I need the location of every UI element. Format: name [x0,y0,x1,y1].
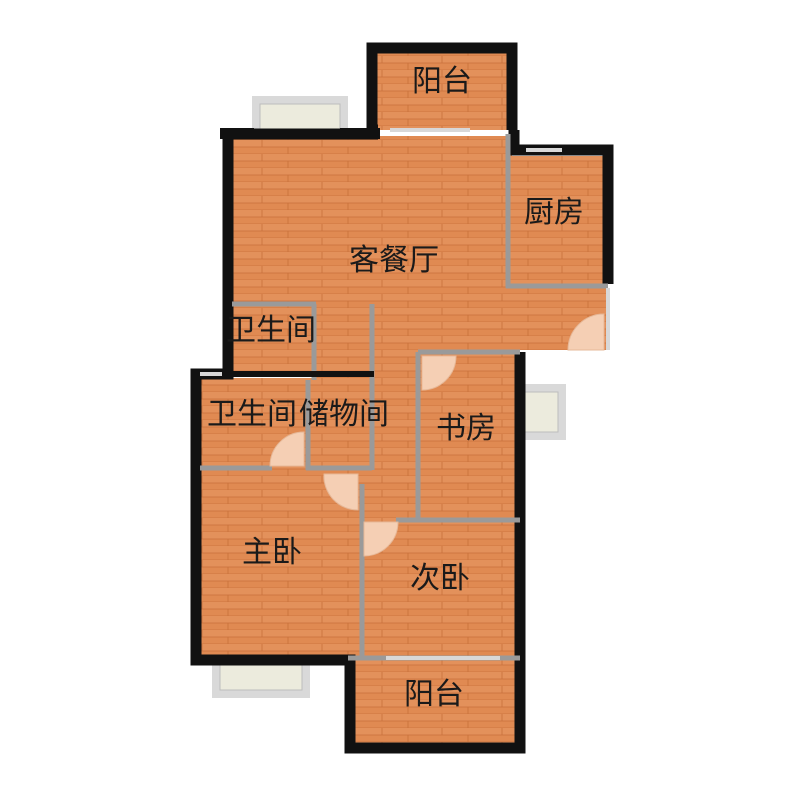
room-label-bathroom-lower: 卫生间 [207,397,297,432]
floor-storage [308,378,370,470]
room-label-living-dining: 客餐厅 [349,243,439,278]
floor-balcony-bottom [348,658,518,746]
floor-bathroom-upper [232,306,314,376]
room-label-study: 书房 [436,411,496,446]
exterior-walls-edges [220,128,380,139]
room-label-second-bedroom: 次卧 [410,561,470,596]
door-swings [269,313,605,557]
room-label-balcony-bottom: 阳台 [404,677,464,712]
room-label-storage: 储物间 [299,397,389,432]
floor-kitchen [512,156,606,286]
floor-balcony-top [372,50,512,130]
room-labels: 阳台 客餐厅 厨房 卫生间 卫生间 储物间 书房 主卧 次卧 阳台 [207,64,584,712]
floor-living-dining [232,136,512,308]
floor-areas [196,50,606,746]
room-label-kitchen: 厨房 [524,195,584,230]
floor-master-bedroom [196,470,362,658]
bay-window-right [519,384,566,440]
windows [200,128,610,660]
room-label-bathroom-upper: 卫生间 [226,313,316,348]
room-label-master-bedroom: 主卧 [242,535,302,570]
room-label-balcony-top: 阳台 [412,64,472,99]
